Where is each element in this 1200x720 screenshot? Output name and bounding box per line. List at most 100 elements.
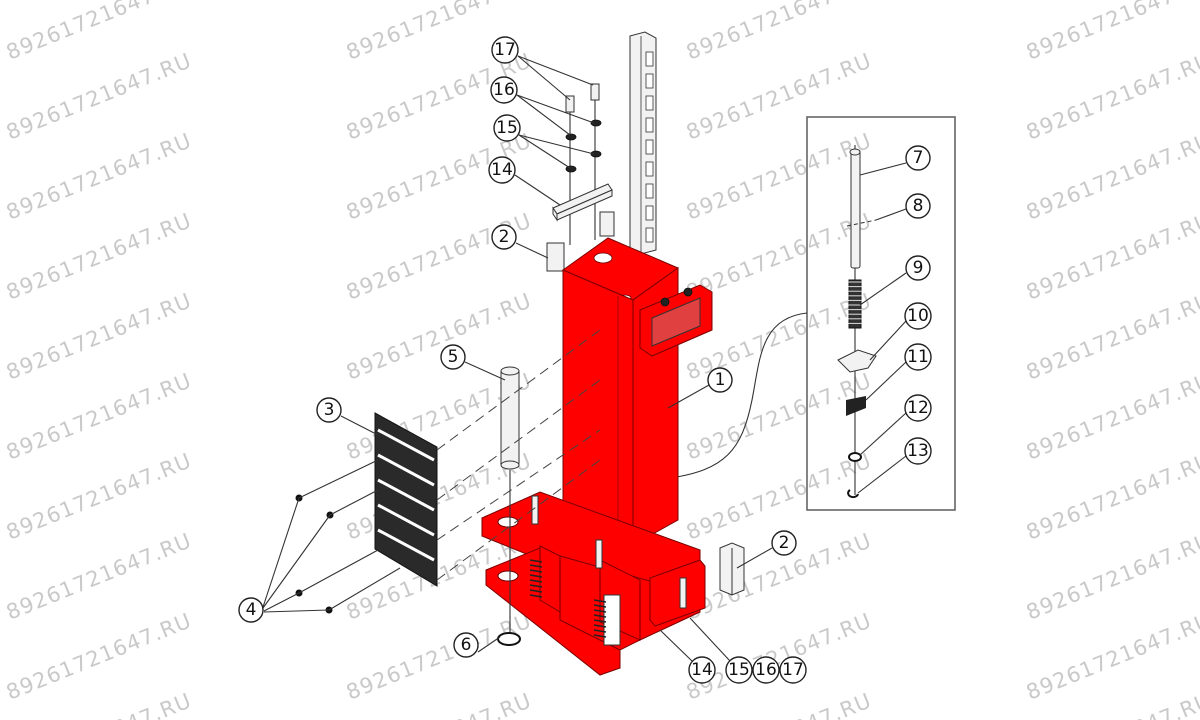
callout-c6: 6 <box>453 632 479 658</box>
callout-circle <box>779 656 807 684</box>
callout-circle <box>904 302 932 330</box>
callout-circle <box>752 656 780 684</box>
callout-label: 8 <box>913 196 924 216</box>
mesh-panel-part-3 <box>374 412 438 587</box>
watermark-text: 89261721647.RU <box>3 528 195 624</box>
callout-label: 7 <box>913 148 924 168</box>
callout-circle <box>491 224 517 250</box>
watermark-text: 89261721647.RU <box>1023 368 1200 464</box>
leader-lines <box>262 55 907 662</box>
callout-c8: 8 <box>905 193 931 219</box>
callout-c17a: 17 <box>491 36 519 64</box>
callout-circle <box>725 656 753 684</box>
callout-label: 6 <box>461 635 472 655</box>
rack <box>629 31 657 255</box>
callout-c1: 1 <box>707 367 733 393</box>
main-column <box>481 237 713 676</box>
watermark-text: 89261721647.RU <box>1023 0 1200 65</box>
callout-c7: 7 <box>905 145 931 171</box>
callout-circle <box>316 397 342 423</box>
callout-label: 12 <box>907 398 929 418</box>
callout-circle <box>491 36 519 64</box>
callout-c9: 9 <box>905 255 931 281</box>
callout-circle <box>905 193 931 219</box>
callout-circle <box>904 437 932 465</box>
watermark-text: 89261721647.RU <box>1023 608 1200 704</box>
callout-label: 14 <box>491 160 513 180</box>
callout-label: 11 <box>907 347 929 367</box>
watermark-text: 89261721647.RU <box>1023 208 1200 304</box>
callout-c12: 12 <box>904 394 932 422</box>
callout-c16a: 16 <box>490 76 518 104</box>
watermark-text: 89261721647.RU <box>1023 128 1200 224</box>
callout-c3: 3 <box>316 397 342 423</box>
detail-parts <box>837 145 877 499</box>
callout-label: 9 <box>913 258 924 278</box>
callout-c5: 5 <box>440 344 466 370</box>
spacer-part-2-side <box>719 542 745 596</box>
callout-c13: 13 <box>904 437 932 465</box>
watermark-text: 89261721647.RU <box>683 128 875 224</box>
callout-circle <box>771 530 797 556</box>
watermark-text: 89261721647.RU <box>3 128 195 224</box>
watermark-text: 89261721647.RU <box>683 608 875 704</box>
callout-circle <box>490 76 518 104</box>
callout-label: 3 <box>324 400 335 420</box>
callout-label: 15 <box>728 660 750 680</box>
watermark-text: 89261721647.RU <box>683 0 875 65</box>
callout-c15a: 15 <box>493 114 521 142</box>
callout-label: 16 <box>493 80 515 100</box>
callout-label: 1 <box>715 370 726 390</box>
detail-connector <box>669 312 808 479</box>
callout-circle <box>905 255 931 281</box>
callout-circle <box>904 394 932 422</box>
callout-c10: 10 <box>904 302 932 330</box>
callout-label: 16 <box>755 660 777 680</box>
callout-label: 14 <box>691 660 713 680</box>
callout-label: 17 <box>782 660 804 680</box>
watermark-text: 89261721647.RU <box>683 448 875 544</box>
callout-c15b: 15 <box>725 656 753 684</box>
callout-circle <box>707 367 733 393</box>
callout-circle <box>905 145 931 171</box>
callout-label: 17 <box>494 40 516 60</box>
callout-circle <box>440 344 466 370</box>
watermark-text: 89261721647.RU <box>1023 48 1200 144</box>
pin-part-5 <box>497 366 521 646</box>
callout-circle <box>688 656 716 684</box>
callout-circle <box>904 343 932 371</box>
callout-label: 5 <box>448 347 459 367</box>
callout-label: 13 <box>907 441 929 461</box>
callout-label: 2 <box>779 533 790 553</box>
callout-c2b: 2 <box>771 530 797 556</box>
watermark-text: 89261721647.RU <box>3 48 195 144</box>
watermark-text: 89261721647.RU <box>343 608 535 704</box>
watermark-text: 89261721647.RU <box>1023 288 1200 384</box>
callout-c14b: 14 <box>688 656 716 684</box>
watermark-text: 89261721647.RU <box>3 288 195 384</box>
watermark-text: 89261721647.RU <box>3 368 195 464</box>
watermark-text: 89261721647.RU <box>3 0 195 65</box>
callout-label: 2 <box>499 227 510 247</box>
callout-label: 4 <box>246 600 257 620</box>
watermark-text: 89261721647.RU <box>3 608 195 704</box>
callout-label: 15 <box>496 118 518 138</box>
callout-c16b: 16 <box>752 656 780 684</box>
callout-c4: 4 <box>238 597 264 623</box>
callout-c14a: 14 <box>488 156 516 184</box>
callout-circle <box>493 114 521 142</box>
watermark-text: 89261721647.RU <box>683 48 875 144</box>
callout-c2a: 2 <box>491 224 517 250</box>
watermark-text: 89261721647.RU <box>1023 448 1200 544</box>
callout-c11: 11 <box>904 343 932 371</box>
watermark-text: 89261721647.RU <box>683 208 875 304</box>
callout-circle <box>238 597 264 623</box>
watermark-text: 89261721647.RU <box>1023 528 1200 624</box>
watermark-text: 89261721647.RU <box>3 208 195 304</box>
callout-circle <box>488 156 516 184</box>
watermark-text: 89261721647.RU <box>3 448 195 544</box>
callout-label: 10 <box>907 306 929 326</box>
callout-c17b: 17 <box>779 656 807 684</box>
